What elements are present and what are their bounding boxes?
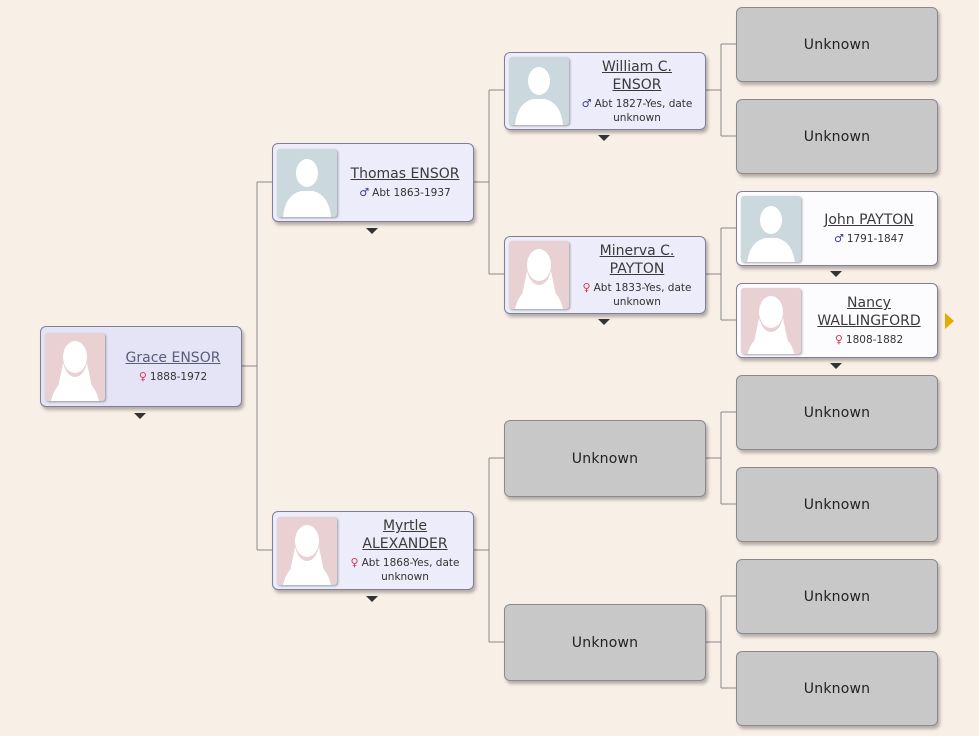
unknown-person-card[interactable]: Unknown bbox=[736, 467, 938, 542]
dates-text: Abt 1827-Yes, date bbox=[594, 97, 693, 110]
unknown-person-card[interactable]: Unknown bbox=[504, 604, 706, 681]
unknown-label: Unknown bbox=[571, 634, 639, 651]
dates-text: Abt 1833-Yes, date bbox=[593, 281, 692, 294]
person-name-link[interactable]: William C.ENSOR bbox=[573, 58, 701, 94]
name-line-2[interactable]: ENSOR bbox=[612, 76, 662, 93]
unknown-label: Unknown bbox=[803, 404, 871, 421]
male-symbol-icon: ♂ bbox=[581, 96, 592, 110]
female-symbol-icon: ♀ bbox=[350, 556, 359, 569]
female-symbol-icon: ♀ bbox=[138, 370, 147, 383]
unknown-person-card[interactable]: Unknown bbox=[736, 651, 938, 726]
person-name-link[interactable]: John PAYTON bbox=[824, 212, 914, 228]
unknown-person-card[interactable]: Unknown bbox=[736, 559, 938, 634]
unknown-person-card[interactable]: Unknown bbox=[736, 375, 938, 450]
name-line-2[interactable]: PAYTON bbox=[609, 260, 665, 277]
dates-text: 1808-1882 bbox=[845, 334, 904, 346]
male-symbol-icon: ♂ bbox=[833, 232, 844, 245]
name-line-1[interactable]: Minerva C. bbox=[599, 242, 675, 259]
unknown-label: Unknown bbox=[803, 128, 871, 145]
male-silhouette-icon bbox=[741, 195, 801, 262]
person-card-thomas-ensor[interactable]: Thomas ENSOR ♂Abt 1863-1937 bbox=[272, 143, 474, 222]
female-symbol-icon: ♀ bbox=[582, 280, 591, 294]
unknown-label: Unknown bbox=[803, 588, 871, 605]
person-name-link[interactable]: Thomas ENSOR bbox=[350, 166, 460, 182]
expand-caret-icon[interactable] bbox=[830, 271, 842, 277]
expand-ancestors-arrow-icon[interactable] bbox=[945, 313, 954, 329]
dates-text: Abt 1863-1937 bbox=[372, 187, 451, 199]
name-line-1[interactable]: Nancy bbox=[847, 295, 891, 311]
unknown-label: Unknown bbox=[803, 680, 871, 697]
unknown-label: Unknown bbox=[571, 450, 639, 467]
person-name-link[interactable]: Grace ENSOR bbox=[125, 350, 221, 366]
person-dates: ♂Abt 1863-1937 bbox=[341, 186, 469, 200]
person-dates: ♀1888-1972 bbox=[109, 370, 237, 384]
person-name-link[interactable]: Minerva C.PAYTON bbox=[573, 242, 701, 278]
unknown-person-card[interactable]: Unknown bbox=[504, 420, 706, 497]
person-dates: ♂1791-1847 bbox=[805, 232, 933, 246]
name-line-2[interactable]: ALEXANDER bbox=[362, 536, 448, 552]
unknown-person-card[interactable]: Unknown bbox=[736, 99, 938, 174]
dates-text-line-2: unknown bbox=[613, 295, 661, 308]
name-line-1[interactable]: Myrtle bbox=[382, 518, 428, 534]
dates-text: 1791-1847 bbox=[846, 233, 905, 245]
male-symbol-icon: ♂ bbox=[359, 186, 370, 199]
person-card-grace-ensor[interactable]: Grace ENSOR ♀1888-1972 bbox=[40, 326, 242, 407]
dates-text: Abt 1868-Yes, date bbox=[361, 557, 460, 569]
name-line-2[interactable]: WALLINGFORD bbox=[817, 313, 921, 329]
female-symbol-icon: ♀ bbox=[834, 333, 843, 346]
unknown-label: Unknown bbox=[803, 36, 871, 53]
expand-caret-icon[interactable] bbox=[830, 363, 842, 369]
name-line-1[interactable]: William C. bbox=[602, 58, 672, 75]
female-silhouette-icon bbox=[277, 516, 337, 585]
expand-caret-icon[interactable] bbox=[134, 413, 146, 419]
female-silhouette-icon bbox=[509, 241, 569, 309]
female-silhouette-icon bbox=[45, 332, 105, 401]
person-card-john-payton[interactable]: John PAYTON ♂1791-1847 bbox=[736, 191, 938, 266]
male-silhouette-icon bbox=[509, 57, 569, 125]
person-dates: ♀Abt 1868-Yes, date unknown bbox=[341, 556, 469, 584]
female-silhouette-icon bbox=[741, 287, 801, 354]
expand-caret-icon[interactable] bbox=[366, 596, 378, 602]
expand-caret-icon[interactable] bbox=[598, 319, 610, 325]
person-dates: ♀1808-1882 bbox=[805, 333, 933, 347]
unknown-person-card[interactable]: Unknown bbox=[736, 7, 938, 82]
male-silhouette-icon bbox=[277, 148, 337, 217]
dates-text-line-2: unknown bbox=[613, 111, 661, 124]
expand-caret-icon[interactable] bbox=[366, 228, 378, 234]
unknown-label: Unknown bbox=[803, 496, 871, 513]
dates-text-line-2: unknown bbox=[381, 571, 429, 583]
expand-caret-icon[interactable] bbox=[598, 135, 610, 141]
dates-text: 1888-1972 bbox=[149, 371, 208, 383]
